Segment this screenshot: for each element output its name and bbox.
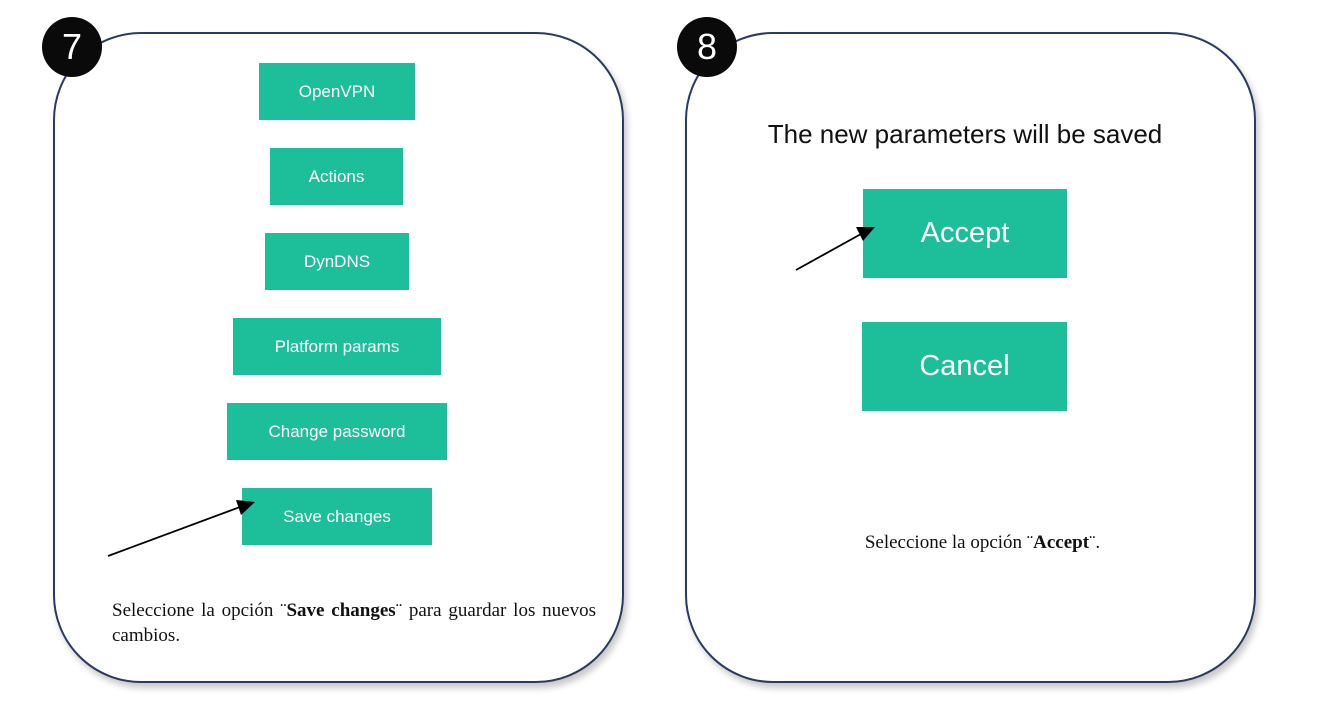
caption-text: Seleccione la opción ¨ xyxy=(864,532,1034,553)
step-7-badge: 7 xyxy=(42,17,102,77)
caption-highlight: Accept xyxy=(1033,532,1090,553)
dyndns-button[interactable]: DynDNS xyxy=(265,233,409,290)
cancel-button[interactable]: Cancel xyxy=(862,322,1067,411)
caption-text: ¨ para guardar los nuevos cambios. xyxy=(112,600,596,646)
confirm-message: The new parameters will be saved xyxy=(767,119,1163,149)
caption-text: Seleccione la opción ¨ xyxy=(112,600,287,621)
caption-highlight: Save changes xyxy=(286,600,396,621)
caption-text: ¨. xyxy=(1089,532,1101,553)
save-changes-button[interactable]: Save changes xyxy=(242,488,432,545)
step-8-caption: Seleccione la opción ¨Accept¨. xyxy=(780,530,1185,555)
platform-params-button[interactable]: Platform params xyxy=(233,318,441,375)
step-8-badge: 8 xyxy=(677,17,737,77)
step-7-caption: Seleccione la opción ¨Save changes¨ para… xyxy=(112,598,596,648)
openvpn-button[interactable]: OpenVPN xyxy=(259,63,415,120)
change-password-button[interactable]: Change password xyxy=(227,403,447,460)
arrow-to-accept-icon xyxy=(795,227,875,271)
arrow-to-save-changes-icon xyxy=(107,500,255,557)
actions-button[interactable]: Actions xyxy=(270,148,403,205)
accept-button[interactable]: Accept xyxy=(863,189,1067,278)
